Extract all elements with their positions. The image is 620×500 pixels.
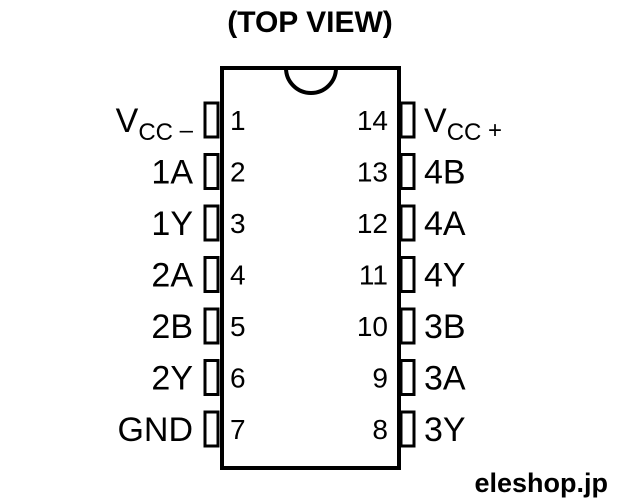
pin-name: 3B xyxy=(424,308,466,346)
pin-number: 7 xyxy=(230,414,246,445)
pin-number: 12 xyxy=(357,208,388,239)
watermark: eleshop.jp xyxy=(474,468,608,498)
pin-name: 2A xyxy=(151,257,193,295)
pin-lead xyxy=(399,204,416,242)
pin-lead xyxy=(203,307,220,345)
pin-name: 1Y xyxy=(151,205,193,243)
pin-number: 10 xyxy=(357,311,388,342)
pin-1: 1 VCC – xyxy=(116,101,246,146)
pin-name: 4A xyxy=(424,205,466,243)
pin-number: 1 xyxy=(230,105,246,136)
pin-lead xyxy=(203,204,220,242)
pin-number: 3 xyxy=(230,208,246,239)
pin-lead xyxy=(203,359,220,396)
pin-number: 11 xyxy=(359,260,388,291)
pin-5: 5 2B xyxy=(151,307,246,346)
diagram-title: (TOP VIEW) xyxy=(227,6,393,39)
pin-name: GND xyxy=(117,411,193,449)
pin-number: 8 xyxy=(372,414,388,445)
pin-number: 4 xyxy=(230,260,246,291)
package-body xyxy=(220,66,401,470)
pin-name: VCC + xyxy=(424,102,502,146)
pin-number: 9 xyxy=(372,363,388,394)
pin-lead xyxy=(399,410,416,448)
pin-13: 13 4B xyxy=(357,153,466,192)
right-pins: 14 VCC + 13 4B 12 4A 11 4Y 10 3B 9 3A 8 3Y xyxy=(357,101,502,449)
pin-number: 6 xyxy=(230,363,246,394)
pin-lead xyxy=(203,256,220,293)
ic-package xyxy=(220,66,401,470)
pin-lead xyxy=(399,307,416,345)
pin-6: 6 2Y xyxy=(151,359,246,398)
pin-number: 5 xyxy=(230,311,246,342)
pin-lead xyxy=(399,256,416,293)
pin-7: 7 GND xyxy=(117,410,246,449)
pin-2: 2 1A xyxy=(151,153,246,192)
pin-9: 9 3A xyxy=(372,359,466,398)
pin-number: 13 xyxy=(357,157,388,188)
pin-name: 3A xyxy=(424,360,466,398)
pin-lead xyxy=(203,153,220,190)
pin-lead xyxy=(399,153,416,190)
pin-8: 8 3Y xyxy=(372,410,466,449)
pin-11: 11 4Y xyxy=(359,256,466,295)
pin-3: 3 1Y xyxy=(151,204,246,243)
pin-name: 1A xyxy=(151,154,193,192)
pin-lead xyxy=(203,101,220,139)
pin1-notch xyxy=(284,67,338,95)
pin-number: 14 xyxy=(357,105,388,136)
pin-name: 2Y xyxy=(151,360,193,398)
pin-12: 12 4A xyxy=(357,204,466,243)
pin-name: 3Y xyxy=(424,411,466,449)
pin-4: 4 2A xyxy=(151,256,246,295)
left-pins: 1 VCC – 2 1A 3 1Y 4 2A 5 2B 6 2Y 7 GND xyxy=(116,101,246,449)
pin-lead xyxy=(399,101,416,139)
pin-number: 2 xyxy=(230,157,246,188)
pin-name: 4Y xyxy=(424,257,466,295)
pin-14: 14 VCC + xyxy=(357,101,502,146)
pin-lead xyxy=(399,359,416,396)
pin-name: 2B xyxy=(151,308,193,346)
pin-name: 4B xyxy=(424,154,466,192)
pin-10: 10 3B xyxy=(357,307,466,346)
pin-name: VCC – xyxy=(116,102,194,146)
pin-lead xyxy=(203,410,220,448)
